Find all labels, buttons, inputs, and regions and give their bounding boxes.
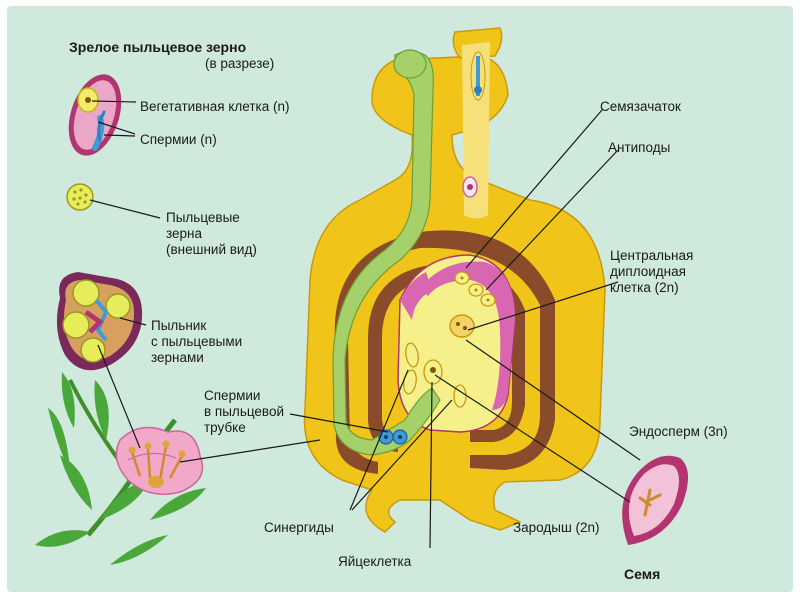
label-endosperm: Эндосперм (3n) [629,424,728,440]
seed [622,456,688,545]
pollen-grain-subtitle: (в разрезе) [205,56,274,72]
label-seed: Семя [624,566,660,582]
pollen-grain-title: Зрелое пыльцевое зерно [69,39,246,55]
label-egg-cell: Яйцеклетка [338,554,411,570]
label-anther: Пыльник с пыльцевыми зернами [151,318,242,366]
label-synergids: Синергиды [264,520,334,536]
label-central-cell: Центральная диплоидная клетка (2n) [610,248,693,296]
label-sperms-in-tube: Спермии в пыльцевой трубке [204,388,284,436]
pollen-grain-external [67,184,93,210]
egg-cell [424,360,442,384]
label-sperms: Спермии (n) [140,132,217,148]
diagram-canvas: Зрелое пыльцевое зерно (в разрезе) Вегет… [7,6,793,592]
pollen-grain-section [59,68,131,163]
label-pollen-grains: Пыльцевые зерна (внешний вид) [166,210,257,258]
label-antipodes: Антиподы [608,140,670,156]
label-vegetative-cell: Вегетативная клетка (n) [140,99,290,115]
diagram-art [7,6,793,592]
label-ovule: Семязачаток [600,99,681,115]
label-embryo: Зародыш (2n) [513,520,600,536]
central-cell-nucleus [450,315,474,337]
